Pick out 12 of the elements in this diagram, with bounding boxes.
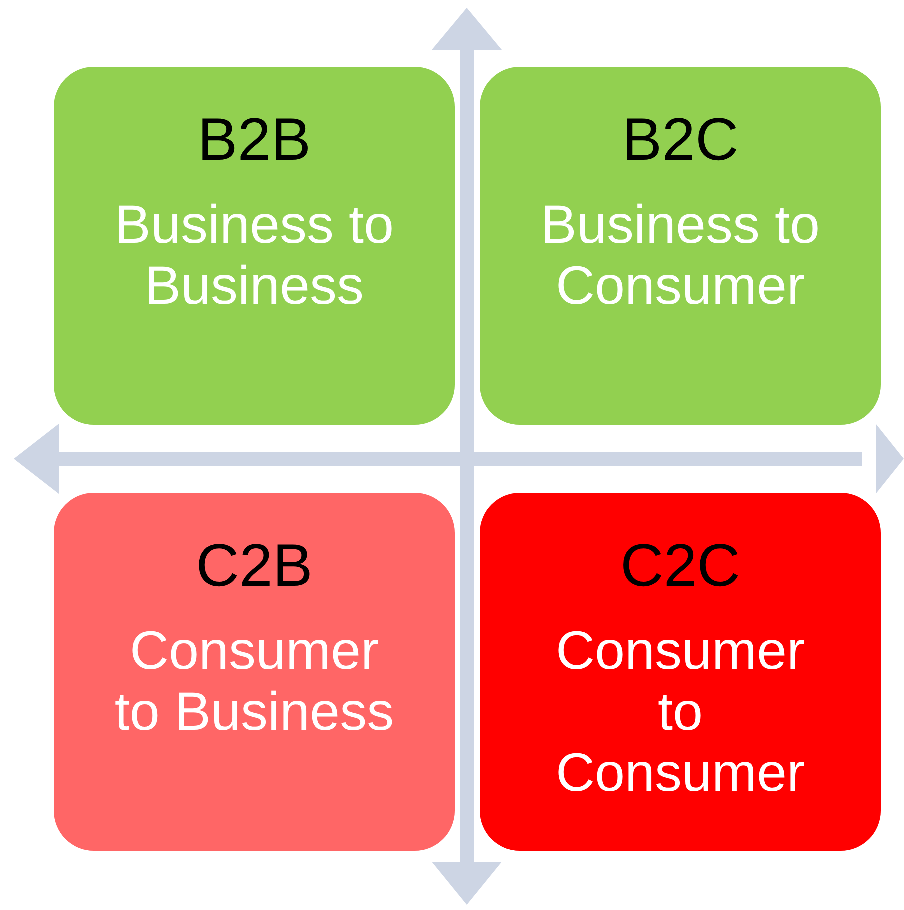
quadrant-description: Consumer to Business [114,621,396,743]
quadrant-code: C2C [620,531,741,601]
quadrant-code: C2B [196,531,313,601]
quadrant-box [480,67,881,425]
quadrant-box [54,493,455,851]
quadrant-code: B2C [622,105,739,175]
quadrant-box [480,493,881,851]
quadrant-box [54,67,455,425]
quadrant-description: Business to Consumer [540,195,822,317]
quadrant-code: B2B [198,105,312,175]
quadrant-description: Consumer to Consumer [554,621,806,804]
quadrant-description: Business to Business [114,195,396,317]
